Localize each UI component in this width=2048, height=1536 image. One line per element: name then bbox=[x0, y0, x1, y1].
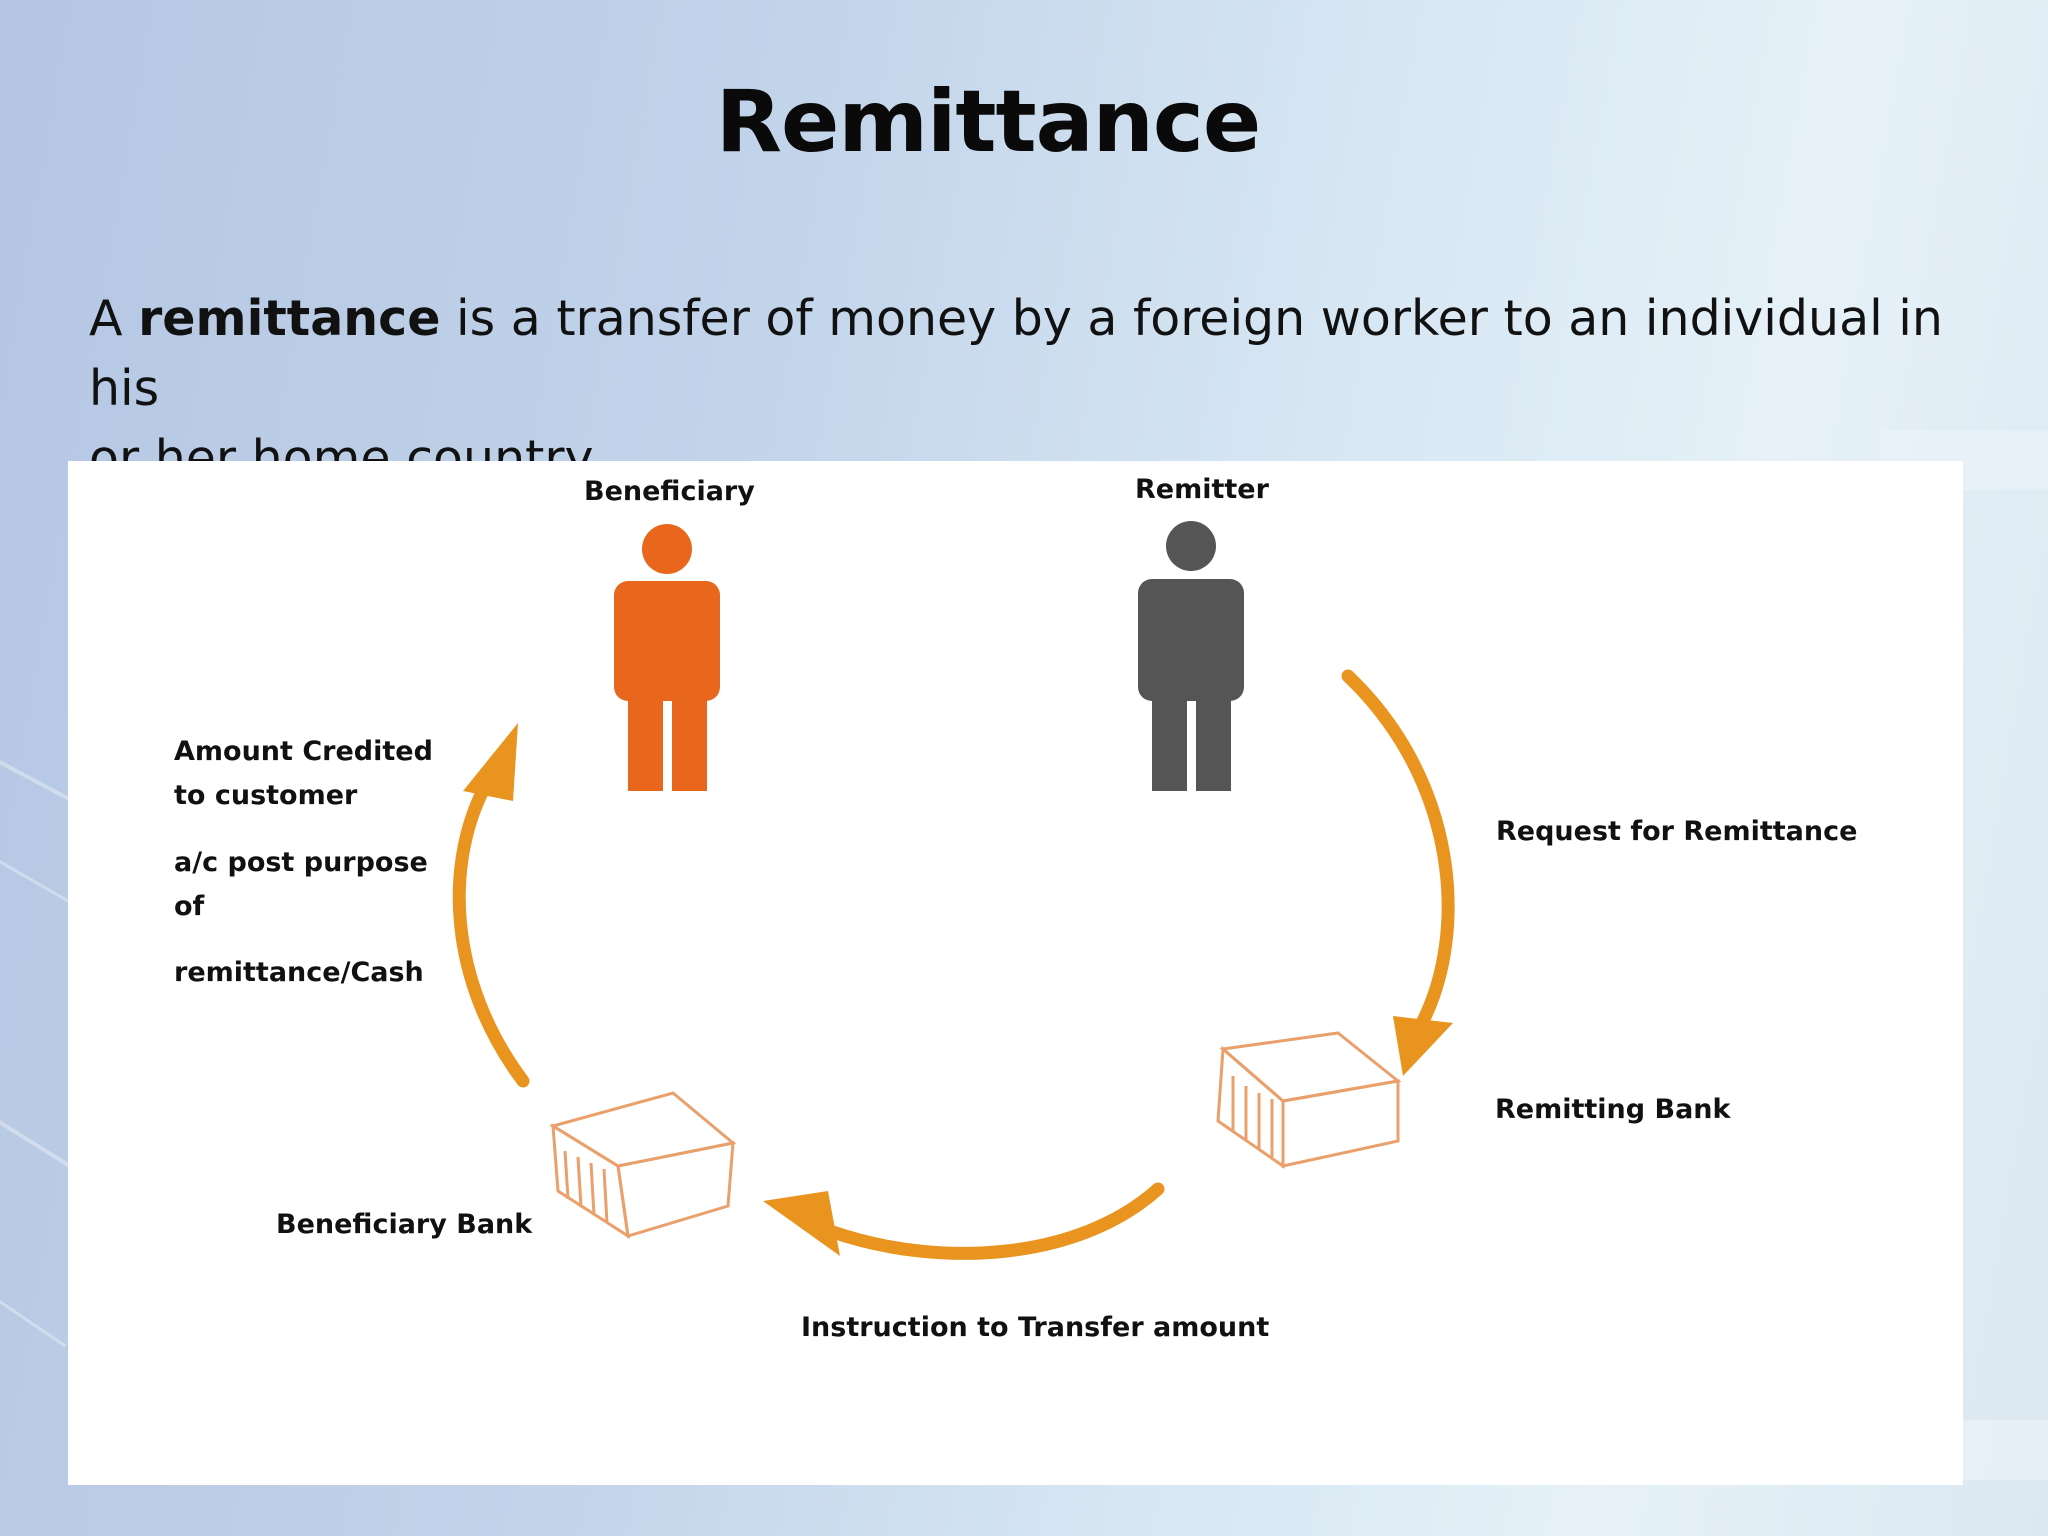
slide-title: Remittance bbox=[715, 72, 1261, 172]
background-streak bbox=[0, 1300, 67, 1348]
remitter-label: Remitter bbox=[1135, 474, 1269, 505]
request-arrow-icon bbox=[1341, 669, 1455, 1076]
definition-term: remittance bbox=[138, 290, 441, 347]
remitter-person-icon bbox=[1138, 521, 1244, 791]
purpose-label: of bbox=[174, 891, 205, 922]
background-streak bbox=[0, 1120, 77, 1172]
diagram-panel: Beneficiary Remitter Amount Credited to … bbox=[68, 461, 1963, 1485]
remitting-bank-label: Remitting Bank bbox=[1495, 1094, 1731, 1125]
beneficiary-label: Beneficiary bbox=[584, 476, 755, 507]
beneficiary-bank-label: Beneficiary Bank bbox=[276, 1209, 533, 1240]
instruction-label: Instruction to Transfer amount bbox=[801, 1312, 1270, 1343]
purpose-label: remittance/Cash bbox=[174, 957, 424, 988]
amount-credited-label: to customer bbox=[174, 780, 358, 811]
request-for-remittance-label: Request for Remittance bbox=[1496, 816, 1858, 847]
remitting-bank-icon bbox=[1216, 1031, 1402, 1169]
amount-credited-label: Amount Credited bbox=[174, 736, 433, 767]
beneficiary-bank-icon bbox=[549, 1091, 737, 1240]
credit-arrow-icon bbox=[452, 723, 530, 1088]
instruction-arrow-icon bbox=[763, 1182, 1165, 1260]
beneficiary-person-icon bbox=[614, 524, 720, 791]
definition-text: A remittance is a transfer of money by a… bbox=[89, 290, 1943, 487]
purpose-label: a/c post purpose bbox=[174, 847, 428, 878]
background-streak bbox=[1963, 1420, 2048, 1480]
remittance-cycle-diagram bbox=[452, 521, 1455, 1260]
